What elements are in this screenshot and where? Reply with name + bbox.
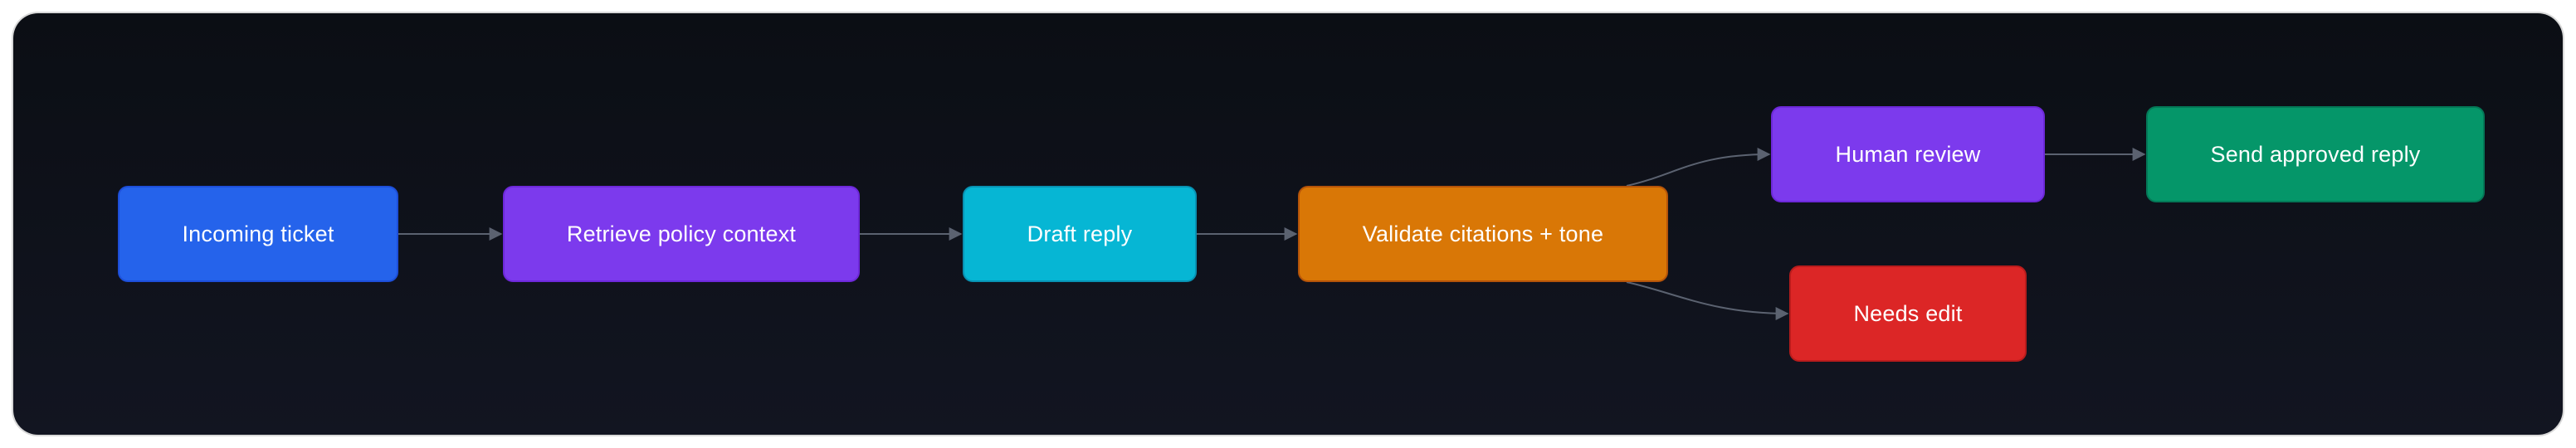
node-incoming-ticket[interactable]: Incoming ticket <box>118 186 398 282</box>
diagram-canvas: Incoming ticket Retrieve policy context … <box>13 13 2563 435</box>
node-label: Retrieve policy context <box>566 221 797 246</box>
node-needs-edit[interactable]: Needs edit <box>1789 265 2027 362</box>
node-label: Human review <box>1835 141 1981 167</box>
node-label: Incoming ticket <box>182 221 334 246</box>
node-human-review[interactable]: Human review <box>1771 106 2045 202</box>
node-validate-citations-tone[interactable]: Validate citations + tone <box>1298 186 1668 282</box>
edge-validate-to-human <box>1626 148 1771 187</box>
edge-layer <box>398 148 2146 320</box>
node-label: Needs edit <box>1853 300 1963 326</box>
edge-validate-to-needs-edit <box>1626 281 1789 320</box>
node-label: Validate citations + tone <box>1362 221 1604 246</box>
node-label: Draft reply <box>1027 221 1133 246</box>
node-retrieve-policy-context[interactable]: Retrieve policy context <box>503 186 860 282</box>
node-send-approved-reply[interactable]: Send approved reply <box>2146 106 2485 202</box>
node-label: Send approved reply <box>2210 141 2421 167</box>
node-draft-reply[interactable]: Draft reply <box>963 186 1197 282</box>
